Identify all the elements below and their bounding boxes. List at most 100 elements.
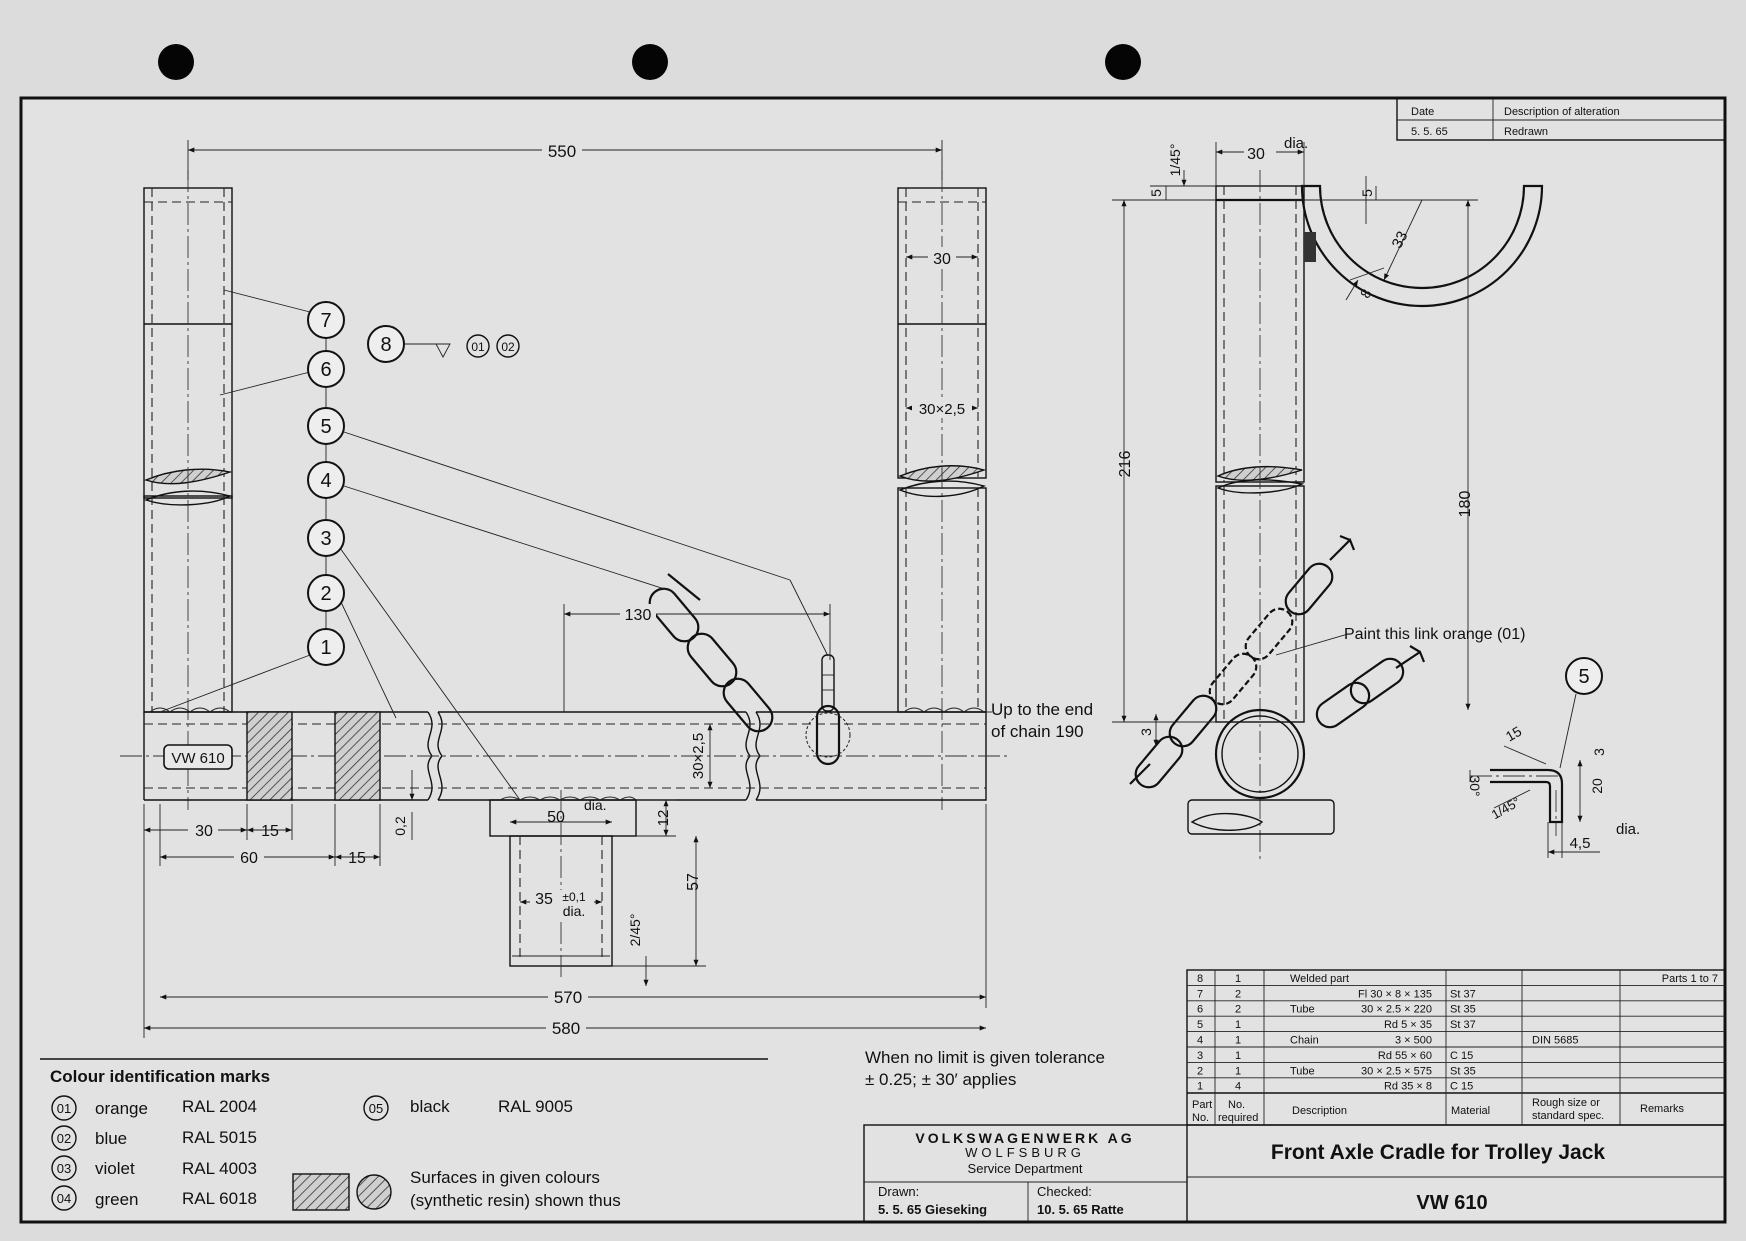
colour-code-05: 05 [369,1101,383,1116]
balloon-8: 8 [380,334,391,356]
parts-cell-size: 30 × 2.5 × 220 [1361,1004,1432,1016]
company-name: VOLKSWAGENWERK AG [915,1130,1134,1146]
parts-cell-size: Rd 35 × 8 [1384,1081,1432,1093]
parts-cell-part: 5 [1197,1019,1203,1031]
parts-cell-std: DIN 5685 [1532,1035,1578,1047]
parts-header-part: Part [1192,1099,1212,1111]
dim-57: 57 [685,873,702,891]
revision-block: Date Description of alteration 5. 5. 65 … [1396,97,1726,141]
detail-balloon-5: 5 [1578,666,1589,688]
parts-header-material: Material [1451,1105,1490,1117]
parts-cell-mat: St 37 [1450,988,1476,1000]
side-dim-3: 3 [1138,728,1154,736]
detail-dim-45-dia: dia. [1616,821,1640,838]
parts-cell-part: 3 [1197,1050,1203,1062]
dim-550: 550 [548,142,576,161]
colour-name-black: black [410,1097,450,1116]
parts-cell-remark: Parts 1 to 7 [1662,973,1718,985]
revision-description: Redrawn [1504,126,1548,138]
colour-name-green: green [95,1190,138,1209]
chain-end-note-line2: of chain 190 [991,722,1084,741]
parts-cell-mat: St 35 [1450,1065,1476,1077]
drawn-label: Drawn: [878,1184,919,1199]
parts-cell-size: Fl 30 × 8 × 135 [1358,988,1432,1000]
parts-cell-qty: 4 [1235,1081,1241,1093]
dim-30-left: 30 [195,823,213,840]
parts-header-rough: Rough size or [1532,1097,1600,1109]
parts-cell-mat: C 15 [1450,1050,1473,1062]
parts-header-part2: No. [1192,1112,1209,1124]
dim-570: 570 [554,988,582,1007]
parts-cell-part: 2 [1197,1065,1203,1077]
dim-50-dia: dia. [584,797,607,813]
parts-cell-part: 4 [1197,1035,1203,1047]
surfaces-note-line1: Surfaces in given colours [410,1168,600,1187]
dim-15-b: 15 [348,850,366,867]
parts-cell-mat: St 37 [1450,1019,1476,1031]
colour-code-04: 04 [57,1191,71,1206]
parts-header-description: Description [1292,1105,1347,1117]
part-balloons: 7 6 5 4 3 2 1 8 01 02 [159,289,829,801]
side-dim-1x45: 1/45° [1167,144,1183,177]
parts-header-qty2: required [1218,1112,1258,1124]
balloon-2: 2 [320,583,331,605]
paint-link-note: Paint this link orange (01) [1344,626,1525,643]
side-dim-30: 30 [1247,146,1265,163]
parts-cell-size: 3 × 500 [1395,1035,1432,1047]
dim-30x25-horizontal-tube: 30×2,5 [690,733,707,779]
colour-ral-6018: RAL 6018 [182,1189,257,1208]
colour-ral-5015: RAL 5015 [182,1128,257,1147]
detail-dim-45: 4,5 [1570,835,1591,852]
front-view: VW 610 550 30 30×2,5 [120,140,1093,1038]
parts-cell-mat: St 35 [1450,1004,1476,1016]
colour-code-01: 01 [57,1101,71,1116]
punch-hole [158,44,194,80]
surface-sample-rect [292,1173,350,1211]
colour-code-02: 02 [57,1131,71,1146]
revision-description-header: Description of alteration [1504,106,1620,118]
checked-label: Checked: [1037,1184,1092,1199]
detail-dim-3: 3 [1591,748,1607,756]
dim-12: 12 [655,810,672,827]
checked-value: 10. 5. 65 Ratte [1037,1202,1124,1217]
dim-35-tolerance: ±0,1 [562,890,586,904]
side-dim-30-dia: dia. [1284,135,1308,152]
parts-cell-size: Rd 5 × 35 [1384,1019,1432,1031]
parts-cell-qty: 2 [1235,988,1241,1000]
colour-name-violet: violet [95,1159,135,1178]
punch-hole [632,44,668,80]
parts-cell-qty: 1 [1235,1050,1241,1062]
colour-ral-9005: RAL 9005 [498,1097,573,1116]
parts-cell-size: Rd 55 × 60 [1378,1050,1432,1062]
parts-cell-desc: Welded part [1290,973,1349,985]
parts-header-remarks: Remarks [1640,1103,1685,1115]
colour-code-03: 03 [57,1161,71,1176]
parts-cell-part: 1 [1197,1081,1203,1093]
punch-hole [1105,44,1141,80]
chain-end-note-line1: Up to the end [991,700,1093,719]
surface-sample-circle [356,1174,392,1210]
parts-cell-desc: Tube [1290,1004,1315,1016]
side-dim-5-left: 5 [1148,189,1164,197]
title-block: VOLKSWAGENWERK AG WOLFSBURG Service Depa… [863,1124,1726,1223]
parts-cell-mat: C 15 [1450,1081,1473,1093]
dim-580: 580 [552,1019,580,1038]
side-dim-33: 33 [1389,229,1412,252]
tolerance-note-line1: When no limit is given tolerance [865,1048,1105,1067]
drawing-number: VW 610 [1416,1192,1487,1214]
detail-dim-15: 15 [1503,723,1525,745]
drawn-value: 5. 5. 65 Gieseking [878,1202,987,1217]
colour-name-orange: orange [95,1099,148,1118]
revision-date-header: Date [1411,106,1434,118]
parts-cell-qty: 1 [1235,1065,1241,1077]
dim-30x25-vertical-tube: 30×2,5 [919,401,965,418]
detail-dim-20: 20 [1589,778,1605,794]
colour-band [246,711,293,801]
dim-35: 35 [535,891,553,908]
weld-colour-mark-01: 01 [471,340,485,354]
side-chain [1129,534,1426,789]
colour-ral-4003: RAL 4003 [182,1159,257,1178]
company-city: WOLFSBURG [965,1145,1085,1160]
company-department: Service Department [968,1161,1083,1176]
colour-band [334,711,381,801]
